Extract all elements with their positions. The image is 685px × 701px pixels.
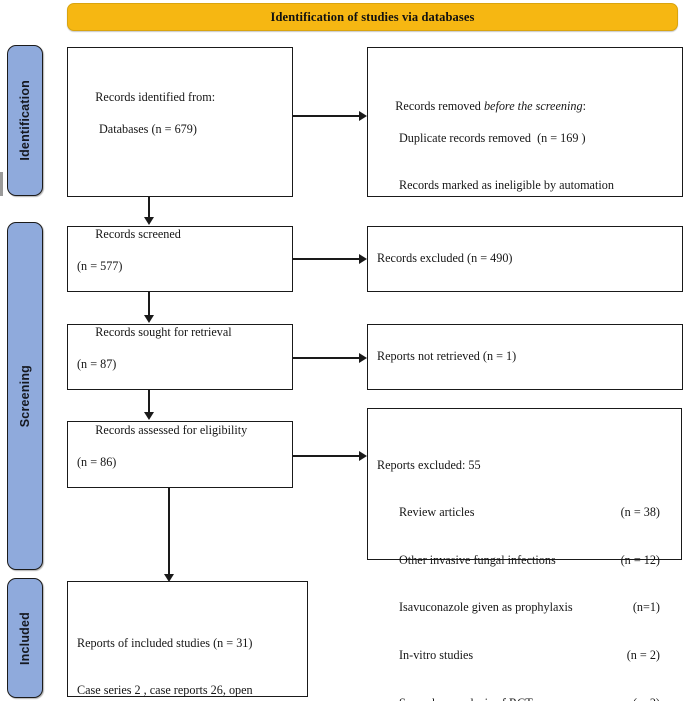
arrowhead-sought-to-not-retrieved xyxy=(359,353,367,363)
records-sought-line1: Records sought for retrieval xyxy=(95,325,232,340)
box-records-excluded: Records excluded (n = 490) xyxy=(367,226,683,292)
reason-count: (n=1) xyxy=(632,600,660,615)
edge-artifact xyxy=(0,172,3,196)
reason-count: (n=2) xyxy=(625,696,672,701)
box-records-identified: Records identified from: Databases (n = … xyxy=(67,47,293,197)
connector-assessed-to-included xyxy=(168,488,170,576)
records-identified-line2: Databases (n = 679) xyxy=(99,122,197,136)
arrowhead-identified-to-screened xyxy=(144,217,154,225)
arrowhead-identified-to-removed xyxy=(359,111,367,121)
box-reports-excluded: Reports excluded: 55 Review articles (n … xyxy=(367,408,682,701)
records-assessed-line2: (n = 86) xyxy=(77,454,117,469)
records-removed-item2: Records marked as ineligible by automati… xyxy=(399,178,614,193)
reports-excluded-reason-row: Isavuconazole given as prophylaxis (n=1) xyxy=(377,600,672,616)
box-records-sought-text: Records sought for retrieval (n = 87) xyxy=(77,309,283,404)
box-records-excluded-text: Records excluded (n = 490) xyxy=(377,251,513,266)
box-records-assessed: Records assessed for eligibility (n = 86… xyxy=(67,421,293,488)
records-removed-item1: Duplicate records removed (n = 169 ) xyxy=(399,130,586,145)
arrowhead-sought-to-assessed xyxy=(144,412,154,420)
reason-count: (n = 2) xyxy=(626,648,660,663)
box-reports-not-retrieved-text: Reports not retrieved (n = 1) xyxy=(377,349,517,364)
arrowhead-assessed-to-included xyxy=(164,574,174,582)
box-records-removed: Records removed before the screening: Du… xyxy=(367,47,683,287)
records-sought-line2: (n = 87) xyxy=(77,357,117,371)
box-records-sought: Records sought for retrieval (n = 87) xyxy=(67,324,293,390)
reports-excluded-reason-row: Other invasive fungal infections (n = 12… xyxy=(377,553,672,569)
phase-banner-title: Identification of studies via databases xyxy=(270,9,475,24)
included-studies-line1: Reports of included studies (n = 31) xyxy=(77,635,253,650)
connector-identified-to-screened xyxy=(148,197,150,219)
connector-assessed-to-reports-excluded xyxy=(293,455,359,457)
records-identified-line1: Records identified from: xyxy=(95,90,216,105)
records-removed-heading: Records removed before the screening: xyxy=(395,99,586,113)
connector-sought-to-not-retrieved xyxy=(293,357,359,359)
reason-name: Other invasive fungal infections xyxy=(399,552,556,567)
reports-excluded-heading: Reports excluded: 55 xyxy=(377,457,481,472)
reports-excluded-reason-row: Secondary analysis of RCTs (n=2) xyxy=(377,696,672,701)
connector-identified-to-removed xyxy=(293,115,359,117)
records-removed-heading-italic: before the screening xyxy=(483,98,583,113)
arrowhead-screened-to-sought xyxy=(144,315,154,323)
stage-label-included: Included xyxy=(7,578,43,698)
connector-screened-to-sought xyxy=(148,292,150,317)
phase-banner-identification: Identification of studies via databases xyxy=(67,3,678,31)
box-records-identified-text: Records identified from: Databases (n = … xyxy=(77,74,283,169)
reports-excluded-reason-row: Review articles (n = 38) xyxy=(377,505,672,521)
records-assessed-line1: Records assessed for eligibility xyxy=(95,422,248,437)
reason-count: (n = 38) xyxy=(620,505,660,520)
reports-excluded-reason-row: In-vitro studies (n = 2) xyxy=(377,648,672,664)
included-studies-line2: Case series 2 , case reports 26, open xyxy=(77,683,253,698)
reason-name: Review articles xyxy=(399,505,475,520)
records-removed-heading-post: : xyxy=(582,98,586,113)
records-removed-heading-pre: Records removed xyxy=(395,98,484,113)
box-included-studies: Reports of included studies (n = 31) Cas… xyxy=(67,581,308,697)
stage-label-included-text: Included xyxy=(18,611,32,665)
box-records-screened: Records screened (n = 577) xyxy=(67,226,293,292)
box-included-studies-text: Reports of included studies (n = 31) Cas… xyxy=(77,593,298,701)
reason-name: In-vitro studies xyxy=(399,648,474,663)
stage-label-screening-text: Screening xyxy=(18,364,32,428)
reason-name: Secondary analysis of RCTs xyxy=(399,696,537,701)
records-screened-line1: Records screened xyxy=(95,227,181,242)
records-screened-line2: (n = 577) xyxy=(77,259,123,273)
stage-label-screening: Screening xyxy=(7,222,43,570)
connector-sought-to-assessed xyxy=(148,390,150,414)
box-records-screened-text: Records screened (n = 577) xyxy=(77,211,283,306)
arrowhead-assessed-to-reports-excluded xyxy=(359,451,367,461)
reason-name: Isavuconazole given as prophylaxis xyxy=(399,600,573,615)
connector-screened-to-excluded xyxy=(293,258,359,260)
box-reports-excluded-text: Reports excluded: 55 Review articles (n … xyxy=(377,420,672,701)
stage-label-identification: Identification xyxy=(7,45,43,196)
stage-label-identification-text: Identification xyxy=(18,80,32,161)
box-reports-not-retrieved: Reports not retrieved (n = 1) xyxy=(367,324,683,390)
arrowhead-screened-to-excluded xyxy=(359,254,367,264)
reason-count: (n = 12) xyxy=(620,552,660,567)
box-records-assessed-text: Records assessed for eligibility (n = 86… xyxy=(77,407,283,502)
